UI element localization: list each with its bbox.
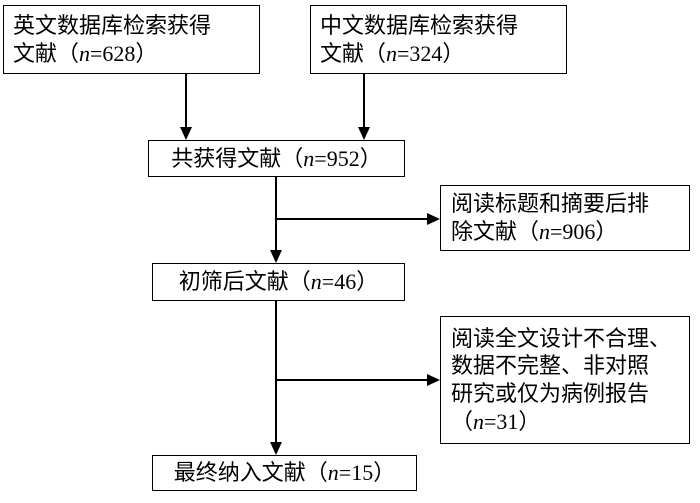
count-suffix: =628） xyxy=(90,40,158,66)
node-chinese-database-records: 中文数据库检索获得 文献（n=324） xyxy=(310,5,567,74)
node-line-count: 初筛后文献（n=46） xyxy=(153,268,404,296)
count-prefix: 最终纳入文献（ xyxy=(173,460,328,486)
connector-total-to-excluded-title xyxy=(276,213,440,225)
node-line-count: 最终纳入文献（n=15） xyxy=(153,459,416,487)
node-english-database-records: 英文数据库检索获得 文献（n=628） xyxy=(3,5,260,74)
n-symbol: n xyxy=(303,145,315,171)
node-total-records: 共获得文献（n=952） xyxy=(148,140,405,177)
n-symbol: n xyxy=(79,40,91,66)
node-excluded-title-abstract: 阅读标题和摘要后排 除文献（n=906） xyxy=(440,185,690,251)
node-excluded-full-text: 阅读全文设计不合理、 数据不完整、非对照 研究或仅为病例报告 （n=31） xyxy=(440,316,690,444)
node-line-text: 阅读全文设计不合理、 xyxy=(451,325,672,351)
count-suffix: =906） xyxy=(550,219,618,244)
count-suffix: =952） xyxy=(314,145,382,171)
n-symbol: n xyxy=(473,408,485,434)
count-prefix: 共获得文献（ xyxy=(171,145,304,171)
count-suffix: =46） xyxy=(321,269,379,295)
node-line-text: 阅读标题和摘要后排 xyxy=(451,191,650,217)
node-included-studies: 最终纳入文献（n=15） xyxy=(152,455,417,491)
n-symbol: n xyxy=(539,219,551,244)
node-line-text: 数据不完整、非对照 xyxy=(451,353,650,379)
node-line-count: 除文献（n=906） xyxy=(441,218,689,246)
count-prefix: 除文献（ xyxy=(451,219,540,244)
node-line-count: 文献（n=324） xyxy=(311,40,566,68)
node-line-text: 中文数据库检索获得 xyxy=(320,12,519,38)
count-prefix: （ xyxy=(451,408,474,434)
connector-chinese-to-total xyxy=(358,74,370,140)
n-symbol: n xyxy=(386,40,398,66)
node-line-text: 研究或仅为病例报告 xyxy=(451,381,650,406)
node-screened-records: 初筛后文献（n=46） xyxy=(152,263,405,301)
connector-screened-to-excluded-fulltext xyxy=(276,374,440,386)
count-suffix: =15） xyxy=(338,460,396,486)
node-line-count: 文献（n=628） xyxy=(4,40,259,68)
connector-screened-to-included xyxy=(270,301,282,455)
node-line-count: 共获得文献（n=952） xyxy=(149,145,404,173)
n-symbol: n xyxy=(310,269,322,295)
node-line-count: （n=31） xyxy=(441,408,689,436)
count-prefix: 文献（ xyxy=(13,40,80,66)
node-line-text: 英文数据库检索获得 xyxy=(13,12,212,38)
count-suffix: =31） xyxy=(484,408,541,434)
n-symbol: n xyxy=(327,460,339,486)
connector-english-to-total xyxy=(180,74,192,140)
connector-total-to-screened xyxy=(270,177,282,263)
count-prefix: 文献（ xyxy=(320,40,387,66)
count-prefix: 初筛后文献（ xyxy=(178,269,311,295)
count-suffix: =324） xyxy=(397,40,465,66)
